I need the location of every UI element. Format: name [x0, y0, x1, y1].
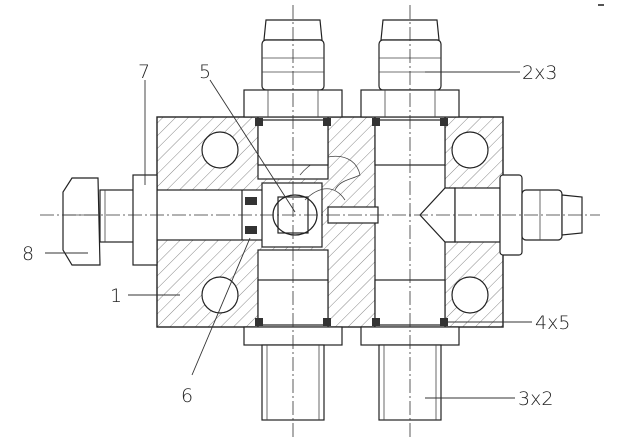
label-part-1: 1 — [110, 285, 122, 307]
label-part-8: 8 — [22, 243, 34, 265]
leader-lines — [45, 71, 532, 399]
label-part-3x2: 3x2 — [518, 388, 553, 410]
label-part-6: 6 — [181, 385, 193, 407]
left-plug-fitting — [62, 174, 158, 266]
valve-block — [156, 116, 504, 328]
mounting-hole — [451, 131, 489, 169]
mounting-hole — [201, 131, 239, 169]
label-part-4x5: 4x5 — [535, 312, 570, 334]
mounting-hole — [451, 276, 489, 314]
label-part-7: 7 — [138, 61, 150, 83]
label-part-2x3: 2x3 — [522, 62, 557, 84]
mounting-hole — [201, 276, 239, 314]
label-part-5: 5 — [199, 61, 211, 83]
